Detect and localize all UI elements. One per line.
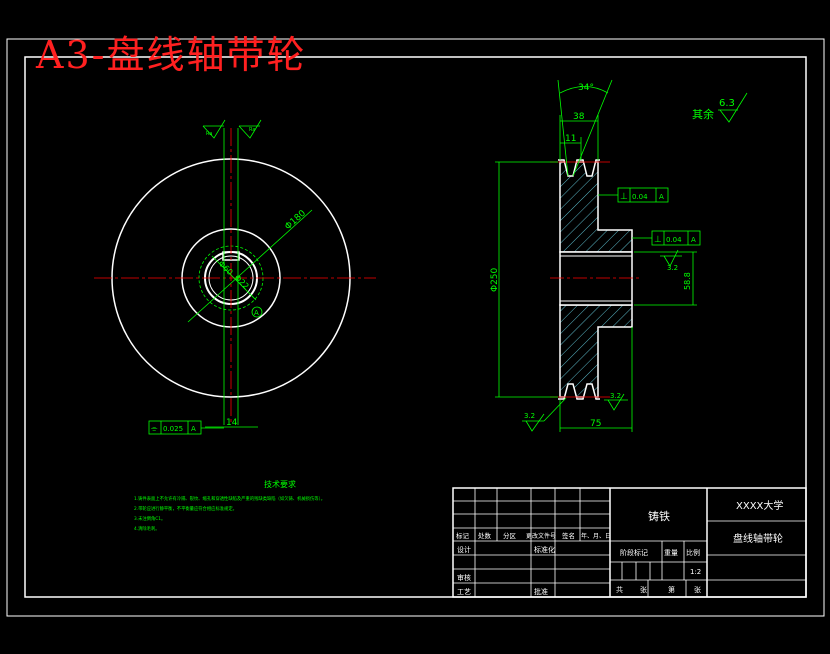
surface-note-symbol: [719, 92, 748, 123]
dim-38-label: 38: [573, 112, 585, 122]
tb-header-date: 年、月、日: [581, 532, 611, 540]
roughness-3-label: 3.2: [524, 412, 535, 420]
lower-section-hatch: [559, 304, 633, 398]
tb-header-mark: 标记: [456, 531, 470, 540]
title-block-text: 标记 处数 分区 更改文件号 签名 年、月、日 设计 标准化 审核 工艺 批准 …: [456, 499, 783, 596]
tolerance-value: 0.025: [163, 425, 183, 433]
tb-weight-label: 重量: [664, 549, 678, 557]
tb-header-change: 更改文件号: [526, 532, 556, 540]
sheet-title: A3-盘线轴带轮: [36, 33, 307, 77]
roughness-2-label: 3.2: [610, 392, 621, 400]
hub-diameter-label: Φ60: [217, 259, 235, 277]
keyway-width-label: 14: [226, 418, 238, 428]
tb-standardize: 标准化: [534, 545, 555, 554]
inner-frame-border: [24, 56, 807, 598]
perp2-value: 0.04: [666, 236, 682, 244]
tb-approve: 批准: [534, 587, 548, 596]
tb-material: 铸铁: [648, 509, 670, 523]
pitch-dia-label: Φ250: [490, 267, 500, 292]
roughness-2-symbol: [607, 393, 625, 411]
tolerance-datum: A: [191, 425, 196, 433]
tb-sheet-total: 共: [616, 585, 623, 594]
tech-req-item-2: 2.带轮应进行静平衡，不平衡量应符合相应标准规定。: [134, 505, 237, 512]
groove-angle-arc: [559, 86, 609, 94]
perp2-symbol: ⊥: [654, 235, 662, 245]
tech-req-item-3: 3.未注倒角C1。: [134, 515, 165, 522]
technical-requirements: 技术要求 1.铸件表面上不允许有冷隔、裂纹、缩孔和穿透性缺陷及严重的残缺类缺陷（…: [134, 479, 325, 532]
tb-sheet-unit-1: 张: [640, 585, 647, 594]
front-view: 14 Ra Ra Φ180 Φ60 Φ22 A ⌯ 0.025 A: [94, 119, 376, 435]
groove-angle-line-right: [572, 79, 613, 177]
dim-58-label: 58.8: [683, 272, 692, 290]
runout-tolerance-frame: [148, 420, 202, 435]
perp1-symbol: ⊥: [620, 192, 628, 202]
tech-req-item-1: 1.铸件表面上不允许有冷隔、裂纹、缩孔和穿透性缺陷及严重的残缺类缺陷（如欠铸、机…: [134, 495, 325, 502]
tb-stage-label: 阶段标记: [620, 548, 648, 557]
perp1-datum: A: [659, 193, 664, 201]
section-marker-label: A: [254, 309, 259, 317]
groove-angle-label: 34°: [578, 83, 594, 93]
surface-note-value: 6.3: [719, 98, 735, 109]
roughness-1-label: 3.2: [667, 264, 678, 272]
tb-header-sign: 签名: [562, 531, 575, 540]
tb-university: XXXX大学: [736, 499, 783, 512]
roughness-note-left: Ra: [206, 131, 212, 137]
tb-review: 审核: [457, 573, 471, 582]
tech-req-item-4: 4.清除毛刺。: [134, 525, 160, 532]
roughness-3-leader: [543, 397, 567, 422]
outer-diameter-label: Φ180: [283, 208, 308, 232]
tb-sheet-no: 第: [668, 585, 675, 594]
tb-design: 设计: [457, 545, 471, 554]
tb-scale-label: 比例: [686, 548, 700, 557]
tolerance-symbol: ⌯: [151, 424, 158, 433]
perp1-value: 0.04: [632, 193, 648, 201]
title-block-frame: [452, 487, 807, 598]
tech-req-heading: 技术要求: [264, 479, 296, 489]
bore-section: [559, 251, 633, 306]
roughness-3-symbol: [525, 413, 545, 432]
groove-angle-line-left: [557, 79, 569, 177]
section-view: 34° 38 11 Φ250 75 58.8 ⊥ 0.04 A: [490, 79, 701, 432]
tb-scale-value: 1:2: [690, 568, 701, 576]
top-groove-profile: [558, 159, 600, 177]
outer-sheet-border: [6, 38, 825, 617]
tb-part-name: 盘线轴带轮: [733, 532, 783, 545]
section-marker-circle: [251, 306, 263, 318]
roughness-1-symbol: [663, 249, 679, 267]
title-block: [452, 487, 807, 598]
surface-note-label: 其余: [692, 107, 714, 121]
tb-header-count: 处数: [478, 531, 492, 540]
perp2-datum: A: [691, 236, 696, 244]
hub-diameter-leader: [211, 255, 257, 301]
surface-note: 其余 6.3: [692, 92, 748, 123]
bottom-groove-profile: [558, 383, 600, 400]
bore-diameter-label: Φ22: [233, 273, 251, 291]
tb-header-zone: 分区: [503, 531, 517, 540]
dim-11-label: 11: [565, 134, 576, 144]
tb-process: 工艺: [457, 588, 471, 596]
roughness-note-right: Ra: [249, 127, 255, 133]
dim-75-label: 75: [590, 419, 601, 429]
outer-diameter-leader: [187, 209, 313, 323]
tb-sheet-unit-2: 张: [694, 585, 701, 594]
